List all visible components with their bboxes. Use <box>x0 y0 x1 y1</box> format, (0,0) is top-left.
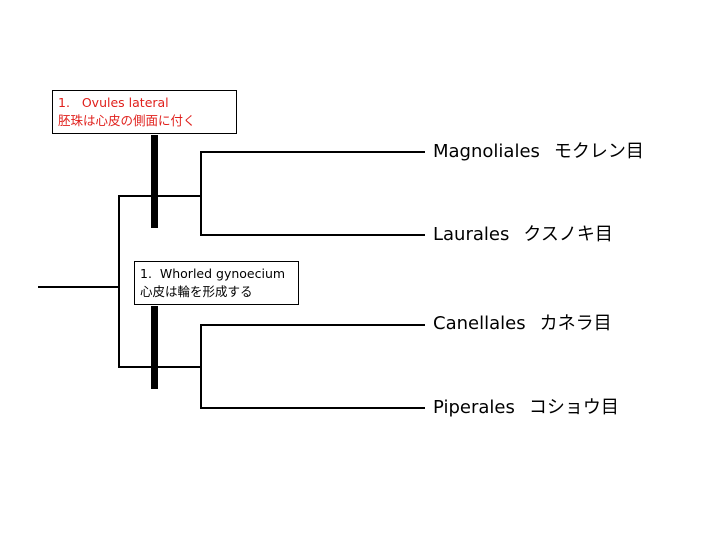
character-label-jp: 胚珠は心皮の側面に付く <box>58 113 196 128</box>
character-label-jp: 心皮は輪を形成する <box>140 284 253 299</box>
laurales-branch <box>200 234 425 236</box>
taxon-name: Piperales <box>433 397 515 418</box>
taxon-name: Magnoliales <box>433 141 540 162</box>
upper-clade-stem <box>118 195 202 197</box>
canellales-branch <box>200 324 425 326</box>
taxon-name-jp: クスノキ目 <box>523 224 613 245</box>
root-branch <box>38 286 120 288</box>
taxon-name: Laurales <box>433 224 510 245</box>
taxon-canellales: Canellales カネラ目 <box>433 313 612 335</box>
taxon-name-jp: モクレン目 <box>553 141 644 162</box>
character-bar-whorled-gynoecium <box>151 306 158 389</box>
taxon-piperales: Piperales コショウ目 <box>433 397 619 419</box>
lower-clade-stem <box>118 366 202 368</box>
upper-clade-vertical <box>200 151 202 236</box>
character-label-ovules-lateral: 1. Ovules lateral 胚珠は心皮の側面に付く <box>52 90 237 134</box>
taxon-laurales: Laurales クスノキ目 <box>433 224 613 246</box>
character-label-whorled-gynoecium: 1. Whorled gynoecium 心皮は輪を形成する <box>134 261 299 305</box>
character-label-en: 1. Ovules lateral <box>58 95 169 110</box>
taxon-name-jp: カネラ目 <box>539 313 612 334</box>
piperales-branch <box>200 407 425 409</box>
root-node-vertical <box>118 195 120 368</box>
character-label-en: 1. Whorled gynoecium <box>140 266 286 281</box>
taxon-name: Canellales <box>433 313 526 334</box>
taxon-magnoliales: Magnoliales モクレン目 <box>433 141 644 163</box>
character-bar-ovules-lateral <box>151 135 158 228</box>
magnoliales-branch <box>200 151 425 153</box>
lower-clade-vertical <box>200 324 202 409</box>
taxon-name-jp: コショウ目 <box>528 397 619 418</box>
